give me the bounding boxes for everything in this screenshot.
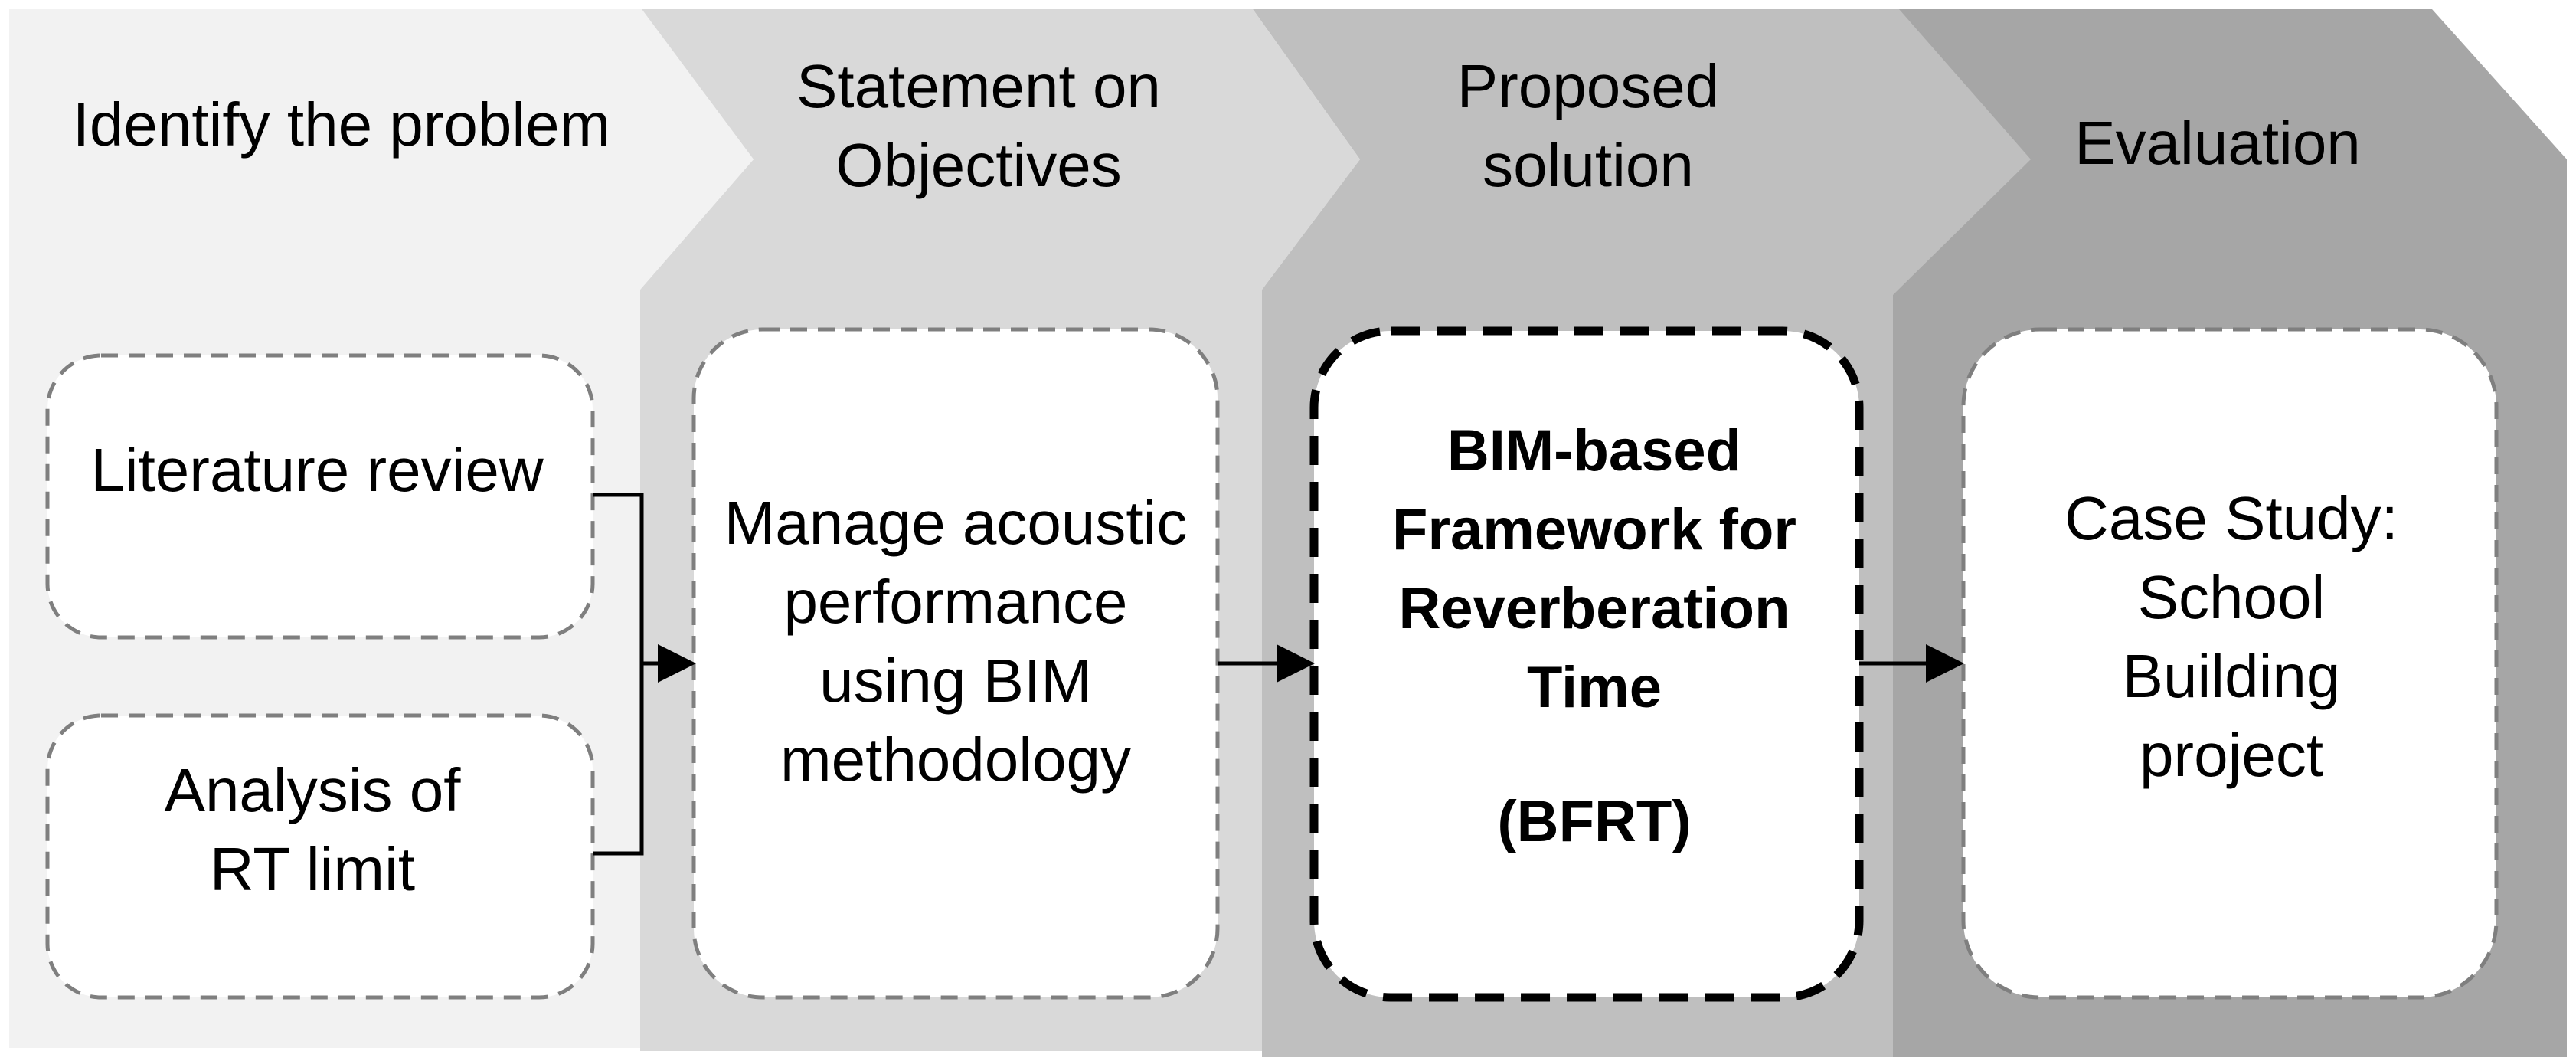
text-line: using BIM xyxy=(819,647,1092,715)
text-line: Reverberation xyxy=(1398,576,1790,641)
bfrt-acronym: (BFRT) xyxy=(1497,789,1691,854)
text-line: School xyxy=(2138,563,2326,631)
stage-4-title: Evaluation xyxy=(2074,109,2361,177)
rt-limit-analysis-text: Analysis of RT limit xyxy=(165,756,462,903)
literature-review-text: Literature review xyxy=(90,436,544,504)
stage-3-title: Proposed solution xyxy=(1457,52,1719,199)
text-line: Literature review xyxy=(90,436,544,504)
text-line: Framework for xyxy=(1392,497,1796,562)
text-line: Analysis of xyxy=(165,756,462,824)
stage-1-title: Identify the problem xyxy=(73,90,611,159)
bfrt-box xyxy=(1309,326,1864,1002)
text-line: performance xyxy=(783,568,1127,636)
text-line: Statement on xyxy=(796,52,1161,120)
text-line: Case Study: xyxy=(2064,484,2398,552)
case-study-box xyxy=(1961,327,2499,1000)
objectives-text: Manage acoustic performance using BIM metho… xyxy=(724,489,1188,794)
text-line: RT limit xyxy=(210,835,415,903)
text-line: Identify the problem xyxy=(73,90,611,159)
text-line: solution xyxy=(1483,131,1694,199)
text-line: Objectives xyxy=(835,131,1121,199)
rt-limit-analysis-box xyxy=(45,713,595,1000)
stage-2-title: Statement on Objectives xyxy=(796,52,1161,199)
text-line: Manage acoustic xyxy=(724,489,1188,557)
text-line: Time xyxy=(1527,655,1662,720)
text-line: BIM-based xyxy=(1447,418,1741,483)
text-line: project xyxy=(2140,721,2323,789)
text-line: Building xyxy=(2123,642,2341,710)
text-line: Proposed xyxy=(1457,52,1719,120)
text-line: methodology xyxy=(780,725,1131,794)
merge-bracket xyxy=(593,493,644,856)
text-line: Evaluation xyxy=(2074,109,2361,177)
